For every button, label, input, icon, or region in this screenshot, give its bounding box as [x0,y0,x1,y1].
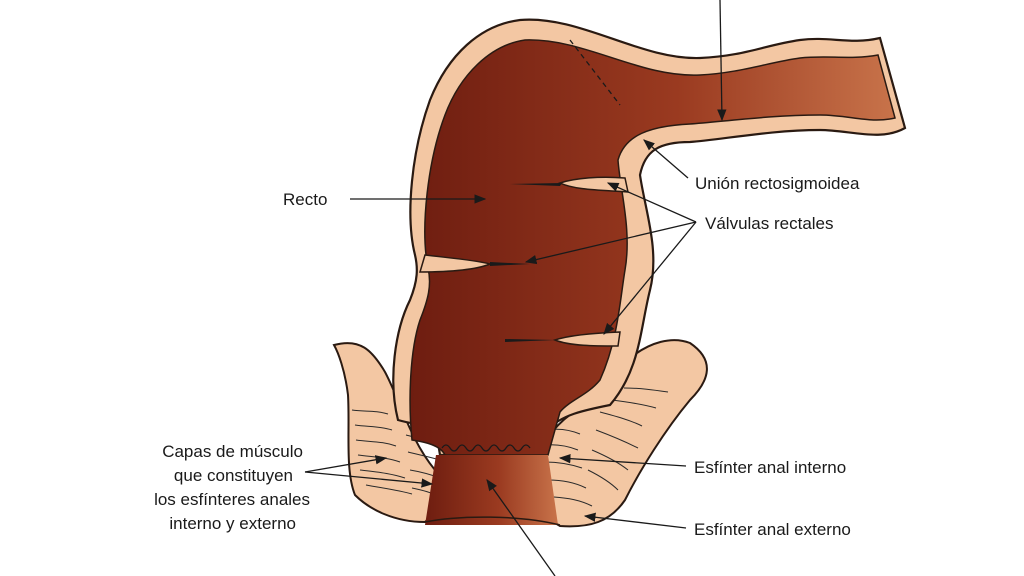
label-esfinter-interno: Esfínter anal interno [694,458,846,477]
label-capas-3: los esfínteres anales [154,490,310,509]
valve-fold-middle [418,254,493,273]
label-recto: Recto [283,190,327,209]
rectum-lumen [409,39,896,456]
pectinate-line [441,444,531,452]
label-esfinter-externo: Esfínter anal externo [694,520,851,539]
label-valvulas-rectales: Válvulas rectales [705,214,834,233]
leader-lines [304,0,727,576]
label-union-rectosigmoidea: Unión rectosigmoidea [695,174,860,193]
label-capas-1: Capas de músculo [162,442,303,461]
label-capas-2: que constituyen [174,466,293,485]
label-capas-4: interno y externo [169,514,296,533]
rectosigmoid-junction-line [569,39,621,106]
anal-canal [425,455,558,525]
